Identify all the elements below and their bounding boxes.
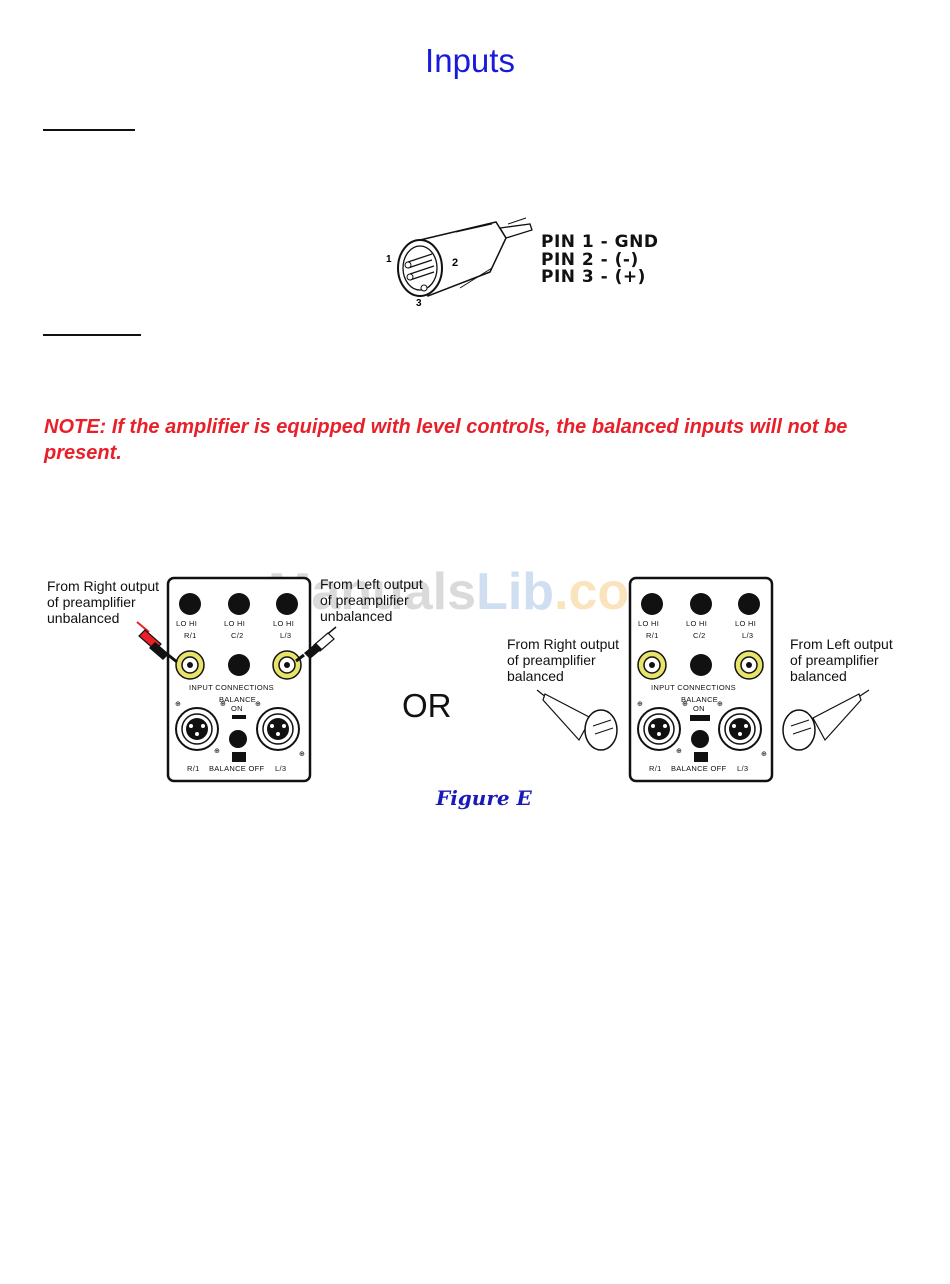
r1-bottom-label: R/1: [187, 764, 200, 773]
balance-on-label: BALANCE: [219, 695, 257, 704]
balance-off-label: BALANCE OFF: [671, 764, 727, 773]
pin-number-3: 3: [416, 298, 422, 309]
on-label: ON: [693, 704, 705, 713]
watermark-part-b: Lib: [476, 563, 555, 621]
caption-line: unbalanced: [47, 610, 120, 626]
svg-text:⊕: ⊕: [220, 701, 226, 708]
lo-hi-label: LO HI: [638, 619, 660, 628]
balance-off-label: BALANCE OFF: [209, 764, 265, 773]
page-title: Inputs: [425, 42, 515, 79]
r1-bottom-label: R/1: [649, 764, 662, 773]
l3-label: L/3: [280, 631, 292, 640]
rca-plug-red-icon: [136, 621, 178, 664]
lo-hi-label: LO HI: [224, 619, 246, 628]
svg-text:⊕: ⊕: [761, 751, 767, 758]
pin-list: PIN 1 - GND PIN 2 - (-) PIN 3 - (+): [541, 232, 659, 287]
left-panel-right-caption: From Right output of preamplifier unbala…: [47, 578, 159, 626]
c2-label: C/2: [231, 631, 244, 640]
on-label: ON: [231, 704, 243, 713]
caption-line: balanced: [790, 668, 847, 684]
r1-label: R/1: [184, 631, 197, 640]
l3-bottom-label: L/3: [275, 764, 287, 773]
rca-plug-white-icon: [295, 626, 337, 663]
pin-3-label: PIN 3 - (+): [541, 267, 646, 287]
section-rule-bottom: [43, 334, 141, 336]
svg-text:⊕: ⊕: [255, 701, 261, 708]
lo-hi-label: LO HI: [735, 619, 757, 628]
pin-2-label: PIN 2 - (-): [541, 249, 639, 270]
input-panel-balanced: ⊕ ⊕ ⊕ ⊕ ⊕ LO HI LO HI LO HI R/1 C/2 L/3 …: [628, 576, 774, 783]
caption-line: balanced: [507, 668, 564, 684]
pin-number-1: 1: [386, 254, 392, 265]
caption-line: From Right output: [507, 636, 620, 652]
or-label: OR: [402, 687, 452, 724]
caption-line: of preamplifier: [320, 592, 409, 608]
right-panel-right-caption: From Right output of preamplifier balanc…: [507, 636, 619, 684]
xlr-plug-left-icon: [782, 689, 870, 751]
l3-bottom-label: L/3: [737, 764, 749, 773]
caption-line: From Left output: [320, 576, 423, 592]
caption-line: of preamplifier: [507, 652, 596, 668]
level-controls-note: NOTE: If the amplifier is equipped with …: [44, 416, 848, 464]
svg-text:⊕: ⊕: [214, 748, 220, 755]
c2-label: C/2: [693, 631, 706, 640]
caption-line: unbalanced: [320, 608, 393, 624]
pin-number-2: 2: [452, 257, 458, 269]
input-connections-label: INPUT CONNECTIONS: [651, 683, 736, 692]
right-panel-left-caption: From Left output of preamplifier balance…: [790, 636, 893, 684]
section-rule-top: [43, 129, 135, 131]
r1-label: R/1: [646, 631, 659, 640]
svg-text:⊕: ⊕: [299, 751, 305, 758]
caption-line: From Right output: [47, 578, 160, 594]
xlr-connector-diagram: 1 2 3: [386, 217, 533, 309]
svg-text:⊕: ⊕: [637, 701, 643, 708]
input-connections-label: INPUT CONNECTIONS: [189, 683, 274, 692]
svg-text:⊕: ⊕: [676, 748, 682, 755]
figure-caption: Figure E: [436, 786, 532, 810]
l3-label: L/3: [742, 631, 754, 640]
input-panel-drawing: ⊕ ⊕ ⊕ ⊕ ⊕: [628, 576, 774, 783]
xlr-plug-right-icon: [536, 689, 618, 751]
caption-line: of preamplifier: [47, 594, 136, 610]
input-panel-unbalanced: ⊕ ⊕ ⊕ ⊕ ⊕ LO HI LO HI LO HI R/1 C/2 L/3 …: [166, 576, 312, 783]
input-panel-drawing: ⊕ ⊕ ⊕ ⊕ ⊕: [166, 576, 312, 783]
svg-text:⊕: ⊕: [682, 701, 688, 708]
caption-line: From Left output: [790, 636, 893, 652]
left-panel-left-caption: From Left output of preamplifier unbalan…: [320, 576, 423, 624]
lo-hi-label: LO HI: [686, 619, 708, 628]
svg-text:⊕: ⊕: [717, 701, 723, 708]
svg-text:⊕: ⊕: [175, 701, 181, 708]
balance-on-label: BALANCE: [681, 695, 719, 704]
lo-hi-label: LO HI: [176, 619, 198, 628]
lo-hi-label: LO HI: [273, 619, 295, 628]
caption-line: of preamplifier: [790, 652, 879, 668]
pin-1-label: PIN 1 - GND: [541, 232, 659, 252]
